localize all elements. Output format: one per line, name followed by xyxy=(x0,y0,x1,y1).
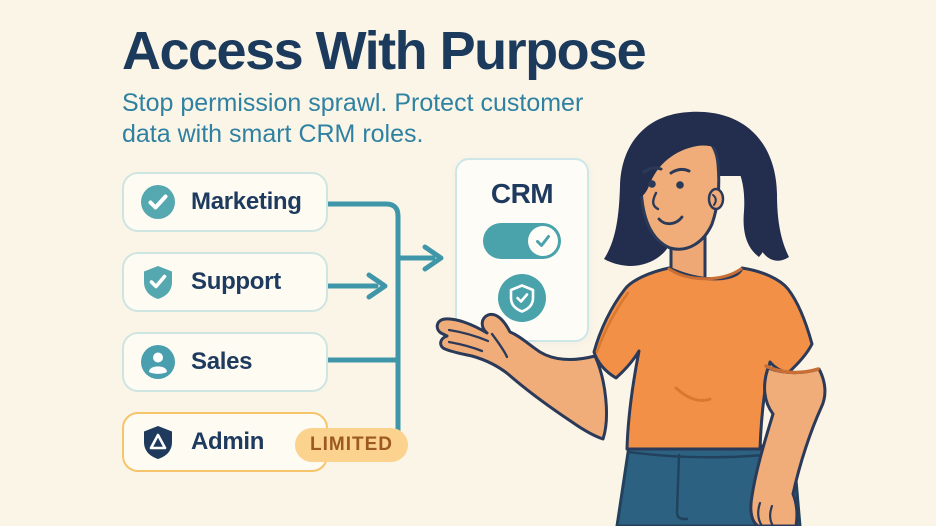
role-card-admin[interactable]: Admin xyxy=(122,412,328,472)
crm-panel-title: CRM xyxy=(490,178,554,209)
shield-warning-icon xyxy=(144,426,172,459)
limited-badge: LIMITED xyxy=(295,428,408,462)
role-card-sales[interactable]: Sales xyxy=(122,332,328,392)
shield-check-icon xyxy=(144,266,172,299)
role-label-marketing: Marketing xyxy=(191,188,302,215)
user-circle-icon xyxy=(141,345,175,379)
role-card-support[interactable]: Support xyxy=(122,252,328,312)
subtitle-line-1: Stop permission sprawl. Protect customer xyxy=(122,89,584,117)
toggle-knob xyxy=(528,226,558,256)
subtitle-line-2: data with smart CRM roles. xyxy=(122,120,424,148)
toggle-on-icon[interactable] xyxy=(483,223,561,259)
role-card-marketing[interactable]: Marketing xyxy=(122,172,328,232)
role-label-support: Support xyxy=(191,268,281,295)
shield-check-glyph xyxy=(509,284,535,313)
check-circle-icon xyxy=(141,185,175,219)
shield-check-bubble-icon xyxy=(498,274,546,322)
page-subtitle: Stop permission sprawl. Protect customer… xyxy=(122,88,583,150)
page-title: Access With Purpose xyxy=(122,21,647,81)
role-label-admin: Admin xyxy=(191,428,265,455)
toggle-check-icon xyxy=(536,235,550,247)
crm-panel: CRM xyxy=(455,158,589,342)
role-label-sales: Sales xyxy=(191,348,253,375)
